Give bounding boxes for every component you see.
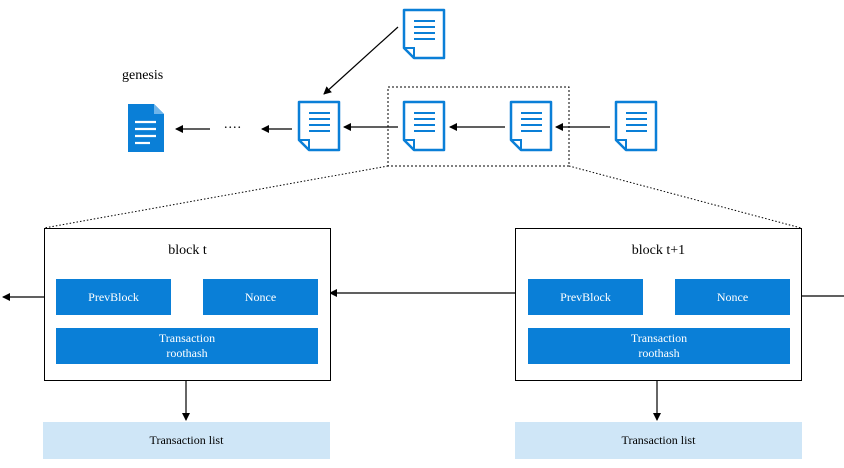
roothash-label-line2: roothash <box>638 346 680 360</box>
zoom-highlight-box <box>387 86 570 167</box>
transaction-list: Transaction list <box>515 422 802 459</box>
block-document-icon <box>402 100 446 157</box>
nonce-field: Nonce <box>675 279 790 315</box>
block-document-icon <box>402 8 446 65</box>
chain-ellipsis: .... <box>224 117 242 132</box>
zoom-line-left <box>43 165 389 229</box>
prevblock-field: PrevBlock <box>528 279 643 315</box>
block-document-icon <box>509 100 553 157</box>
arrow-fork-to-block <box>323 26 399 95</box>
nonce-field: Nonce <box>203 279 318 315</box>
transaction-list: Transaction list <box>43 422 330 459</box>
block-title: block t <box>168 243 207 258</box>
roothash-label-line1: Transaction <box>158 331 216 345</box>
roothash-label-line1: Transaction <box>630 331 688 345</box>
genesis-label: genesis <box>122 68 164 83</box>
transaction-roothash-field: Transaction roothash <box>528 328 790 364</box>
block-document-icon <box>297 100 341 157</box>
block-title: block t+1 <box>631 243 686 258</box>
prevblock-field: PrevBlock <box>56 279 171 315</box>
genesis-document-icon <box>126 102 166 159</box>
block-document-icon <box>614 100 658 157</box>
roothash-label-line2: roothash <box>166 346 208 360</box>
zoom-line-right <box>568 165 802 229</box>
transaction-roothash-field: Transaction roothash <box>56 328 318 364</box>
